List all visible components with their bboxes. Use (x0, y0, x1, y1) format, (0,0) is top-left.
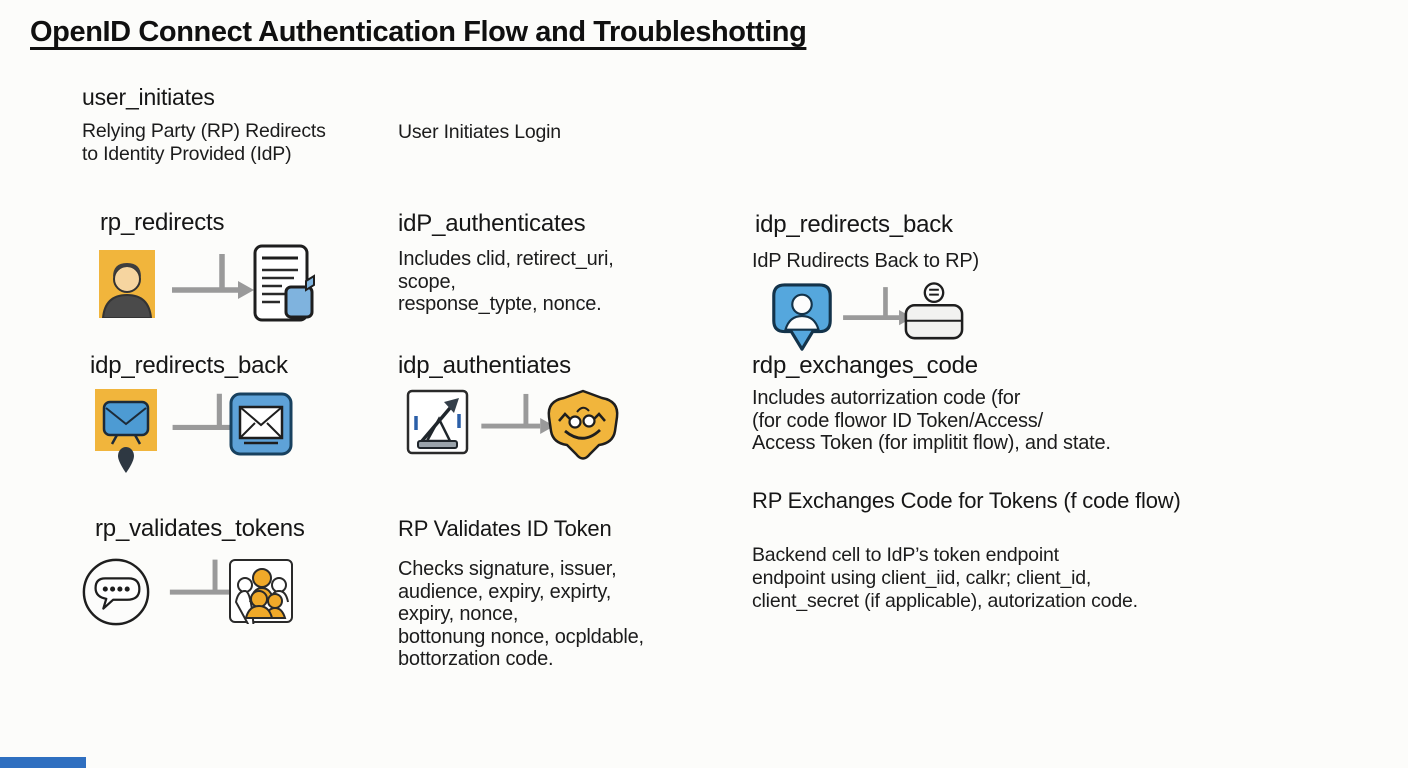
section-heading-rp-validates-id-token: RP Validates ID Token (398, 516, 612, 541)
section-heading-rp-exchanges-code-flow: RP Exchanges Code for Tokens (f code flo… (752, 488, 1181, 513)
chat-bubble-icon (80, 555, 152, 629)
idp-authenticates-body: Includes clid, retirect_uri, scope, resp… (398, 248, 614, 315)
bottom-left-accent-bar (0, 757, 86, 768)
idp-redirects-back-subheading: IdP Rudirects Back to RP) (752, 250, 979, 272)
document-icon (252, 243, 316, 327)
envelope-icon (229, 392, 293, 456)
flow-arrow-icon (166, 250, 258, 312)
user-pin-icon (770, 282, 834, 354)
section-heading-idp-authentiates: idp_authentiates (398, 352, 571, 379)
monitor-pin-icon (95, 389, 157, 475)
section-heading-idp-redirects-back-left: idp_redirects_back (90, 352, 288, 379)
user-avatar-icon (99, 250, 155, 318)
page-title: OpenID Connect Authentication Flow and T… (30, 16, 807, 48)
rdp-exchanges-code-body: Includes autorrization code (for (for co… (752, 387, 1111, 454)
section-heading-rp-redirects: rp_redirects (100, 209, 225, 236)
section-heading-rp-validates-tokens: rp_validates_tokens (95, 515, 305, 542)
section-heading-rdp-exchanges-code: rdp_exchanges_code (752, 352, 978, 379)
user-group-icon (228, 558, 294, 624)
section-heading-idp-redirects-back-right: idp_redirects_back (755, 211, 953, 238)
rp-validates-id-token-body: Checks signature, issuer, audience, expi… (398, 558, 644, 670)
presentation-icon (406, 389, 469, 455)
rp-exchanges-code-flow-body: Backend cell to IdP’s token endpoint end… (752, 544, 1138, 612)
smiley-badge-icon (542, 388, 624, 466)
card-face-icon (903, 282, 965, 344)
user-initiates-left-text: Relying Party (RP) Redirects to Identity… (82, 120, 326, 165)
flow-arrow-icon (476, 390, 558, 446)
section-heading-user-initiates: user_initiates (82, 84, 215, 110)
user-initiates-right-text: User Initiates Login (398, 121, 561, 143)
section-heading-idp-authenticates: idP_authenticates (398, 210, 586, 237)
